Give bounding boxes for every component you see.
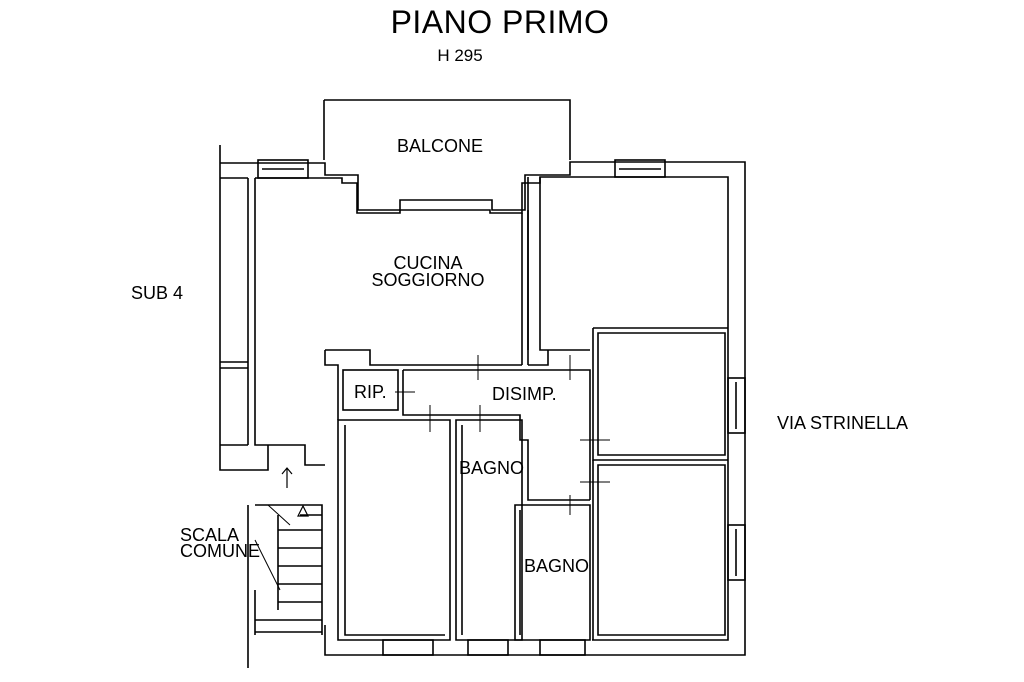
room-label-bagno-2: BAGNO <box>524 556 590 576</box>
outer-wall <box>220 161 746 656</box>
window-bottom-3 <box>539 639 586 656</box>
window-right-1 <box>727 377 746 434</box>
rip-room <box>342 369 399 411</box>
window-right-2 <box>727 524 746 581</box>
window-bottom-1 <box>382 639 434 656</box>
room-label-cucina: CUCINA <box>393 253 463 273</box>
window-top-left <box>257 159 309 179</box>
plan-title: PIANO PRIMO <box>390 4 610 40</box>
stair-direction-marker <box>297 504 309 517</box>
bathroom-2 <box>514 504 591 641</box>
entry-arrow <box>281 467 293 488</box>
bathroom-1 <box>455 419 523 641</box>
room-label-rip: RIP. <box>354 382 387 402</box>
balcony-outline <box>324 99 571 160</box>
room-mid-right <box>592 327 728 461</box>
room-label-soggiorno: SOGGIORNO <box>371 270 485 290</box>
room-bottom-right <box>592 460 726 640</box>
height-label: H 295 <box>437 46 483 65</box>
room-label-balcone: BALCONE <box>397 136 484 156</box>
window-bottom-2 <box>467 639 509 656</box>
stairs <box>247 504 323 668</box>
window-top-right <box>614 159 666 178</box>
neighbour-label-sub4: SUB 4 <box>131 283 184 303</box>
left-wall <box>219 145 269 471</box>
stair-label-scala: SCALA <box>180 525 240 545</box>
street-label: VIA STRINELLA <box>777 413 909 433</box>
room-top-right <box>527 177 590 351</box>
room-label-bagno-1: BAGNO <box>459 458 525 478</box>
bedroom-left <box>337 419 451 641</box>
stair-label-comune: COMUNE <box>180 541 260 561</box>
room-label-disimp: DISIMP. <box>492 384 557 404</box>
